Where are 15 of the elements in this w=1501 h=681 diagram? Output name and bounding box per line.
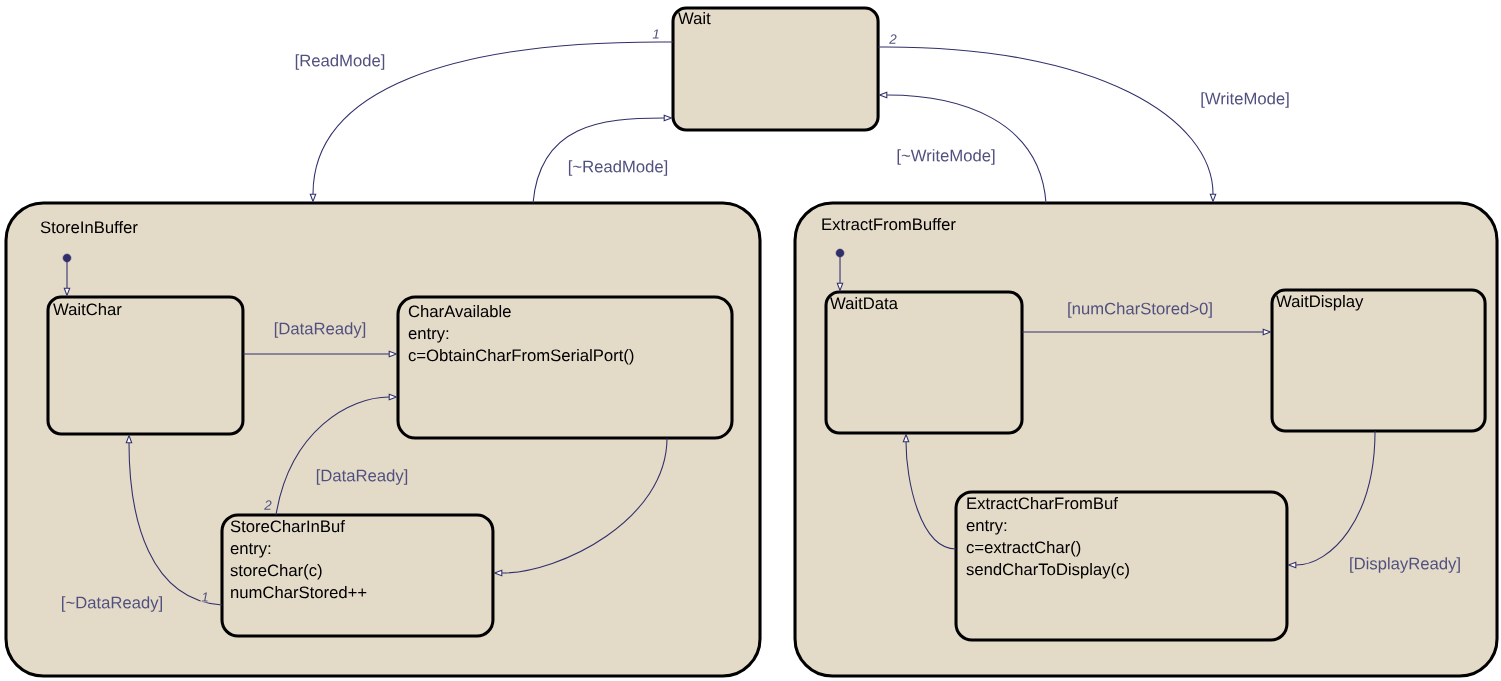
state-box: WaitChar [46,295,245,436]
edge-label: [~WriteMode] [895,147,997,167]
state-box: Wait [671,6,880,132]
state-box: ExtractCharFromBuf entry: c=extractChar() sendCharToDisplay(c) [954,490,1289,642]
state-box: WaitData [824,290,1024,435]
priority-number: 2 [263,499,273,511]
edge-label: [ReadMode] [293,52,387,72]
state-box: WaitDisplay [1270,288,1487,433]
priority-number: 1 [200,591,210,603]
state-box: CharAvailable entry: c=ObtainCharFromSerialPort() [396,295,734,440]
state-box: StoreCharInBuf entry: storeChar(c) numCharStored++ [220,513,495,638]
priority-number: 2 [888,33,898,45]
edge-label: [WriteMode] [1198,90,1292,110]
edge-label: [~ReadMode] [566,158,670,178]
priority-number: 1 [651,28,661,40]
